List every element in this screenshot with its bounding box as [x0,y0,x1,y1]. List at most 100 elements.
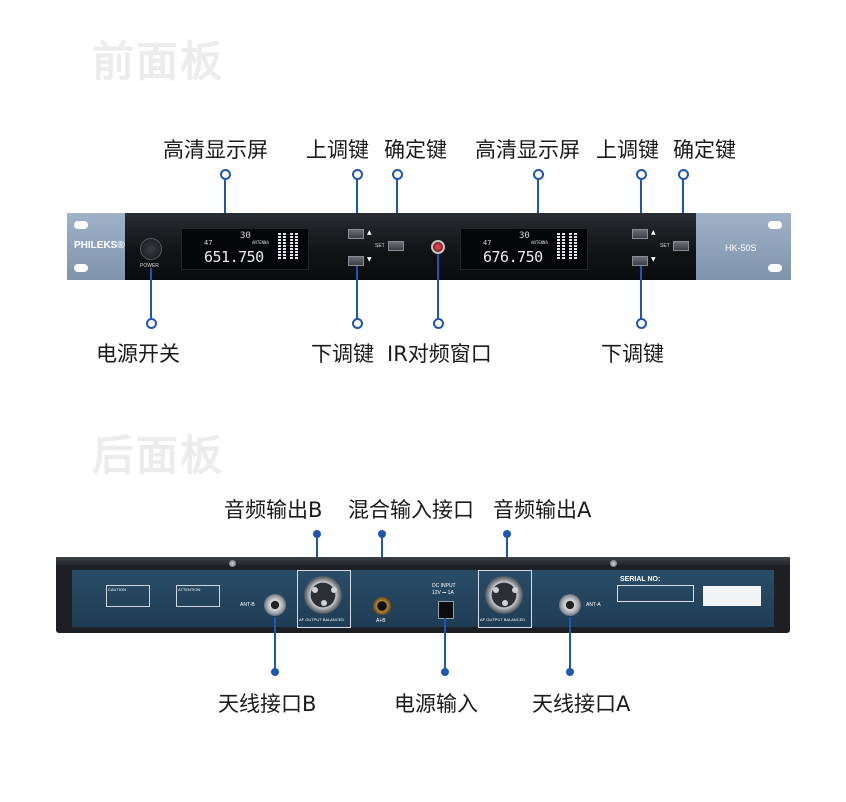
serial-label: SERIAL NO: [620,576,661,583]
dc-spec-label: 12V ⎓ 1A [432,590,454,596]
power-button[interactable] [140,238,162,260]
leader-antenna-b [274,617,276,672]
marker-power-input [441,668,449,676]
af-output-label: AF OUTPUT BALANCED [299,617,345,622]
barcode-sticker [703,586,761,606]
label-display-left: 高清显示屏 [163,138,268,162]
up-arrow-icon: ▲ [367,229,372,236]
label-display-right: 高清显示屏 [475,138,580,162]
rf-meter [562,233,565,259]
caution-label: CAUTION [106,585,150,607]
leader-down-right [640,266,642,320]
ab-label: A+B [376,618,386,624]
lcd-frequency-left: 651.750 [204,248,264,266]
front-panel-title: 前面板 [92,37,225,86]
leader-power [150,268,152,320]
leader-down-left [356,266,358,320]
af-meter [295,233,298,259]
leader-confirm-right [682,178,684,240]
leader-display-left [224,178,226,228]
back-panel-title: 后面板 [92,431,225,480]
xlr-output-a [485,576,523,614]
leader-display-right [537,178,539,230]
rack-hole [768,264,782,272]
marker-audio-out-a [503,530,511,538]
down-arrow-icon: ▼ [367,256,372,263]
screw [229,560,236,567]
af-meter [569,233,572,259]
dc-power-jack [438,601,454,619]
lcd-channel-right: 30 [519,231,530,241]
label-mix-input: 混合输入接口 [348,498,474,522]
leader-ir [437,254,439,320]
rf-meter [557,233,560,259]
down-arrow-icon: ▼ [651,256,656,263]
label-power-input: 电源输入 [394,692,478,716]
xlr-pin [312,587,318,593]
set-label-left: SET [375,243,385,249]
screw [610,560,617,567]
label-antenna-a: 天线接口A [532,692,631,716]
label-confirm-left: 确定键 [384,138,447,162]
marker-ir [433,318,444,329]
audio-output-a-box [478,570,532,628]
model-label: HK-50S [725,243,757,253]
set-key-left[interactable] [388,241,404,251]
audio-output-b-box [297,570,351,628]
down-key-left[interactable] [348,256,364,266]
xlr-output-b [304,576,342,614]
label-down-key-right: 下调键 [601,342,664,366]
dc-input-label: DC INPUT [432,583,456,589]
marker-down-right [636,318,647,329]
lcd-antenna-left: ANTENNA [252,240,269,245]
af-meter [290,233,293,259]
label-up-key-left: 上调键 [306,138,369,162]
ant-b-label: ANT-B [240,602,255,608]
lcd-antenna-right: ANTENNA [531,240,548,245]
rf-meter [283,233,286,259]
xlr-pin [331,587,337,593]
leader-confirm-left [396,178,398,240]
rf-meter [278,233,281,259]
marker-down-left [352,318,363,329]
rack-hole [74,264,88,272]
lcd-group-right: 47 [483,239,492,247]
lcd-display-left: 47 30 ANTENNA 651.750 [181,228,309,270]
marker-antenna-a [566,668,574,676]
lcd-channel-left: 30 [240,231,251,241]
lcd-frequency-right: 676.750 [483,248,543,266]
label-audio-out-b: 音频输出B [224,498,323,522]
antenna-a-connector [559,594,581,616]
label-ir-window: IR对频窗口 [387,342,492,366]
label-power-switch: 电源开关 [96,342,180,366]
down-key-right[interactable] [632,256,648,266]
attention-label: ATTENTION [176,585,220,607]
marker-mix-input [378,530,386,538]
mix-input-jack [373,597,391,615]
up-key-right[interactable] [632,229,648,239]
up-key-left[interactable] [348,229,364,239]
set-key-right[interactable] [673,241,689,251]
set-label-right: SET [660,243,670,249]
label-down-key-left: 下调键 [311,342,374,366]
leader-up-left [356,178,358,226]
ir-sync-window [431,240,445,254]
xlr-pin [502,600,508,606]
lcd-group-left: 47 [204,239,213,247]
leader-power-input [444,618,446,672]
lcd-display-right: 47 30 ANTENNA 676.750 [460,228,588,270]
af-meter [574,233,577,259]
power-label: POWER [140,263,159,269]
leader-antenna-a [569,617,571,672]
af-output-label: AF OUTPUT BALANCED [480,617,526,622]
xlr-pin [321,600,327,606]
marker-power [146,318,157,329]
serial-box [617,585,694,602]
label-audio-out-a: 音频输出A [493,498,592,522]
label-confirm-right: 确定键 [673,138,736,162]
label-up-key-right: 上调键 [596,138,659,162]
rear-top-rail [56,557,790,565]
xlr-pin [493,587,499,593]
antenna-b-connector [264,594,286,616]
leader-up-right [640,178,642,226]
